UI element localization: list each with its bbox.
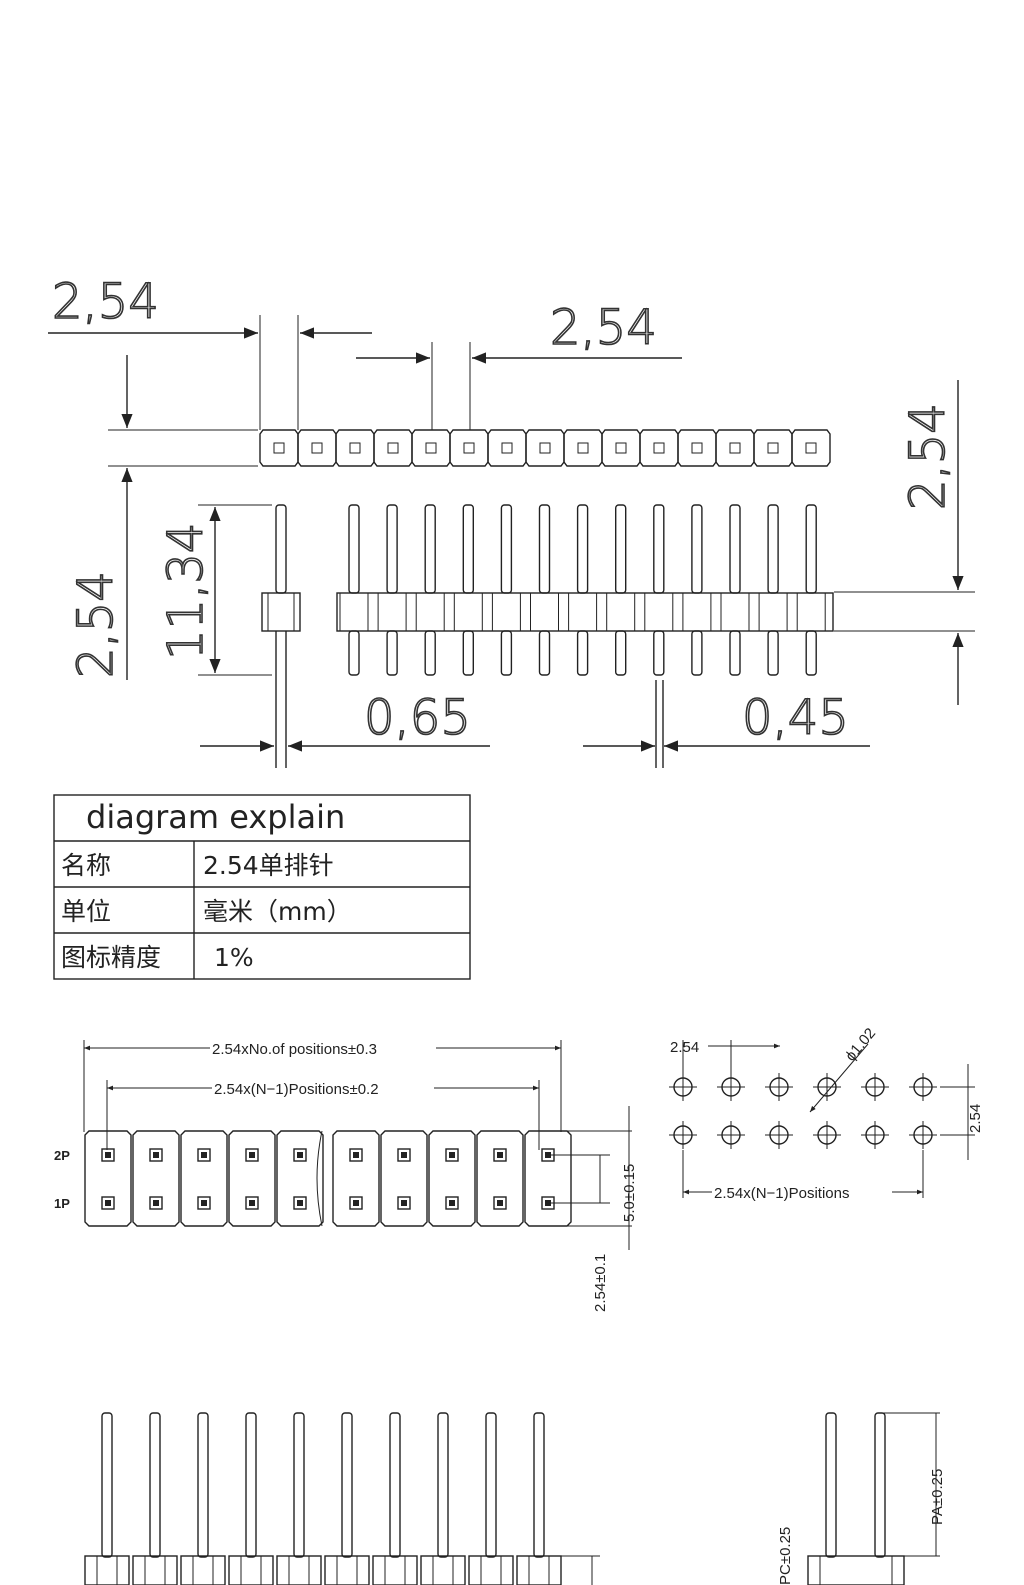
front-view-pin <box>377 504 407 676</box>
table-title: diagram explain <box>86 798 345 836</box>
pcb-hole <box>813 1121 841 1149</box>
dim-height: 11,34 <box>158 523 214 660</box>
top-view-pin <box>715 429 755 467</box>
spec-table: diagram explain 名称 2.54单排针 单位 毫米（mm） 图标精… <box>53 794 471 980</box>
row-pitch-label: 2.54 <box>967 1104 984 1133</box>
pcb-length-label: 2.54x(N−1)Positions <box>714 1185 849 1202</box>
pcb-hole <box>813 1073 841 1101</box>
pcb-hole <box>717 1121 745 1149</box>
bottom-view-pin <box>276 1412 322 1585</box>
overall-length-label: 2.54xNo.of positions±0.3 <box>212 1041 377 1058</box>
row-label-2p: 2P <box>54 1148 70 1163</box>
dim-width-left: 2,54 <box>68 571 124 678</box>
double-row-pin-cell <box>276 1130 324 1227</box>
front-view-pin <box>758 504 788 676</box>
pcb-hole <box>717 1073 745 1101</box>
front-view-pin <box>720 504 750 676</box>
front-view-pin <box>682 504 712 676</box>
double-row-pin-cell <box>476 1130 524 1227</box>
bottom-view-pin <box>132 1412 178 1585</box>
hole-diameter-label: ϕ1.02 <box>842 1025 879 1065</box>
front-view-pin <box>796 504 826 676</box>
front-view-pin <box>530 504 559 676</box>
front-view-pin <box>606 504 636 676</box>
bottom-view-pin <box>180 1412 226 1585</box>
pcb-hole-layout: 2.54 ϕ1.02 2.54 2.54x(N−1)Positions <box>669 1025 984 1202</box>
bottom-view-pin <box>324 1412 370 1585</box>
bottom-view-pin <box>468 1412 514 1585</box>
double-row-pin-cell <box>228 1130 276 1227</box>
table-key-unit: 单位 <box>61 897 111 926</box>
top-view-pin <box>563 429 603 467</box>
pcb-hole <box>861 1121 889 1149</box>
bottom-view-pin <box>372 1412 418 1585</box>
pcb-pitch-label: 2.54 <box>670 1039 699 1056</box>
dim-width-right: 2,54 <box>900 403 956 510</box>
double-row-pin-cell <box>380 1130 428 1227</box>
pitch-length-label: 2.54x(N−1)Positions±0.2 <box>214 1081 379 1098</box>
bottom-view-pin <box>516 1412 562 1585</box>
bottom-side-view <box>84 1412 600 1585</box>
top-view-pin <box>639 429 679 467</box>
top-view-pin <box>259 429 299 467</box>
pcb-hole <box>669 1073 697 1101</box>
double-row-pin-cell <box>84 1130 132 1227</box>
table-key-precision: 图标精度 <box>61 943 161 972</box>
top-view-pin <box>753 429 793 467</box>
table-key-name: 名称 <box>61 851 111 880</box>
single-pin-side-view <box>261 504 301 768</box>
double-row-pin-cell <box>180 1130 228 1227</box>
end-side-view: PA±0.25 PC±0.25 <box>777 1412 946 1585</box>
pcb-hole <box>909 1121 937 1149</box>
dim-pin-thick: 0,65 <box>364 690 471 746</box>
bottom-view-pin <box>84 1412 130 1585</box>
single-row-header-drawing: 2,54 2,54 2,54 11,34 <box>48 273 975 768</box>
dim-pin-thin: 0,45 <box>742 690 849 746</box>
front-view-pin <box>644 504 674 676</box>
double-row-header-drawing: 2.54xNo.of positions±0.3 2.54x(N−1)Posit… <box>54 1040 638 1312</box>
double-row-pin-cell <box>332 1130 380 1227</box>
front-view-pin <box>415 504 445 676</box>
pcb-hole <box>909 1073 937 1101</box>
double-row-pin-cell <box>524 1130 572 1227</box>
pcb-hole <box>669 1121 697 1149</box>
front-view-pin <box>339 504 369 676</box>
top-view-pin <box>373 429 413 467</box>
row-spacing-label: 5.0±0.15 <box>621 1164 638 1222</box>
top-view-pin <box>487 429 527 467</box>
top-view-pin <box>297 429 337 467</box>
front-view-pin <box>491 504 521 676</box>
top-view-pin <box>601 429 641 467</box>
bottom-view-pin <box>420 1412 466 1585</box>
table-value-unit: 毫米（mm） <box>203 897 352 926</box>
top-view-pin <box>335 429 375 467</box>
dim-pitch-top-right: 2,54 <box>550 300 657 356</box>
front-view-pin <box>453 504 483 676</box>
pcb-hole <box>765 1121 793 1149</box>
table-value-precision: 1% <box>214 943 254 972</box>
bottom-view-pin <box>228 1412 274 1585</box>
top-view-pin <box>677 429 717 467</box>
pcb-hole <box>765 1073 793 1101</box>
double-row-pin-cell <box>132 1130 180 1227</box>
pa-label: PA±0.25 <box>929 1469 946 1525</box>
top-view-pin <box>411 429 451 467</box>
top-view-pin <box>791 429 831 467</box>
pc-label: PC±0.25 <box>777 1527 794 1585</box>
top-view-pin <box>449 429 489 467</box>
double-row-pin-cell <box>428 1130 476 1227</box>
top-view-pin <box>525 429 565 467</box>
table-value-name: 2.54单排针 <box>203 851 334 880</box>
front-view-pin <box>568 504 598 676</box>
row-label-1p: 1P <box>54 1196 70 1211</box>
dim-pitch-top-left: 2,54 <box>52 274 159 330</box>
pcb-hole <box>861 1073 889 1101</box>
side-tolerance-label: 2.54±0.1 <box>592 1254 609 1312</box>
break-line <box>316 1130 323 1227</box>
